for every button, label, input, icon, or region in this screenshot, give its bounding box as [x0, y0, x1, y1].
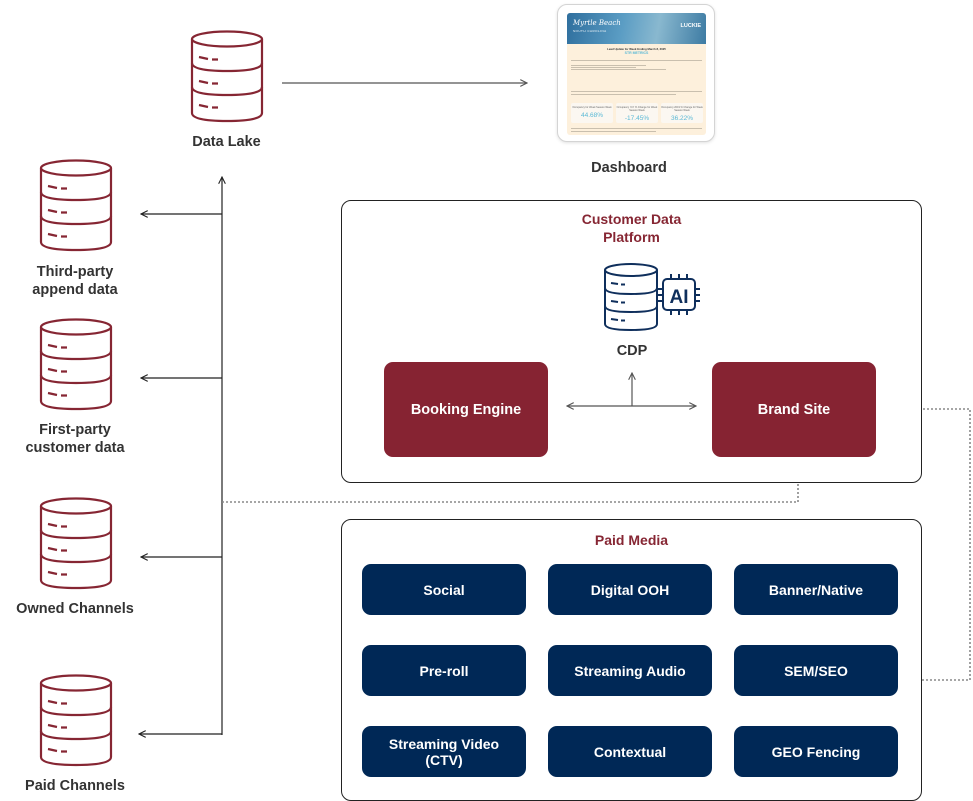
paid-media-label: SEM/SEO	[784, 662, 848, 679]
third-party-label: Third-party append data	[5, 263, 145, 299]
data-lake-database-icon	[190, 30, 264, 123]
paid-media-label: Streaming Audio	[574, 662, 686, 679]
paid-media-label: Streaming Video	[388, 735, 500, 752]
dashboard-text-line	[571, 67, 636, 68]
metric-value: 44.68%	[580, 112, 604, 119]
paid-media-streaming-audio[interactable]: Streaming Audio	[548, 645, 712, 696]
label-line: Third-party	[36, 264, 114, 280]
owned-channels-database-icon	[39, 497, 113, 590]
dashboard-logo-text: Myrtle Beach	[573, 19, 621, 27]
title-line: Platform	[603, 229, 660, 245]
dashboard-brand: LUCKIE	[680, 23, 701, 29]
first-party-label: First-party customer data	[5, 421, 145, 457]
dashboard-metric-card: Occupancy YoY % Change for Week Season W…	[616, 103, 658, 123]
paid-channels-database-icon	[39, 674, 113, 767]
paid-channels-label: Paid Channels	[25, 778, 125, 794]
dashboard-text-line	[571, 60, 702, 61]
dashboard-metric-card: Occupancy 2019 % Change for Week Season …	[661, 103, 703, 123]
paid-media-title: Paid Media	[594, 532, 669, 548]
title-line: Customer Data	[581, 211, 682, 227]
paid-media-digital-ooh[interactable]: Digital OOH	[548, 564, 712, 615]
paid-media-social[interactable]: Social	[362, 564, 526, 615]
dashboard-banner: Myrtle Beach SOUTH CAROLINA LUCKIE	[567, 13, 706, 44]
label-line: append data	[32, 282, 118, 298]
paid-media-label: Social	[423, 581, 465, 598]
dashboard-thumbnail[interactable]: Myrtle Beach SOUTH CAROLINA LUCKIE Lead …	[557, 4, 715, 142]
dashboard-preview: Myrtle Beach SOUTH CAROLINA LUCKIE Lead …	[567, 13, 706, 135]
metric-label: Occupancy YoY % Change for Week Season W…	[616, 106, 658, 112]
booking-engine-box[interactable]: Booking Engine	[384, 362, 548, 457]
metric-label: Occupancy 2019 % Change for Week Season …	[661, 106, 703, 112]
dashboard-heading: Lead Update for Week Ending March 8, 202…	[607, 47, 666, 51]
metric-value: -17.45%	[624, 115, 650, 122]
dashboard-text-line	[571, 65, 646, 66]
paid-media-label: Digital OOH	[590, 581, 670, 598]
paid-media-label: Pre-roll	[419, 662, 469, 679]
paid-media-label: (CTV)	[425, 751, 463, 768]
dashboard-text-line	[571, 131, 656, 132]
ai-badge: AI	[670, 287, 689, 308]
paid-media-geo-fencing[interactable]: GEO Fencing	[734, 726, 898, 777]
dashboard-text-line	[571, 128, 702, 129]
label-line: First-party	[39, 422, 111, 438]
paid-media-banner-native[interactable]: Banner/Native	[734, 564, 898, 615]
dashboard-text-line	[571, 91, 702, 92]
cdp-label: CDP	[616, 343, 648, 359]
paid-media-pre-roll[interactable]: Pre-roll	[362, 645, 526, 696]
third-party-database-icon	[39, 159, 113, 252]
dashboard-label: Dashboard	[591, 160, 667, 176]
dashboard-logo-sub: SOUTH CAROLINA	[573, 29, 607, 33]
cdp-ai-database-icon: AI	[604, 263, 700, 332]
dashboard-text-line	[571, 69, 666, 70]
label-line: customer data	[25, 440, 125, 456]
first-party-database-icon	[39, 318, 113, 411]
owned-channels-label: Owned Channels	[16, 601, 134, 617]
paid-media-streaming-video[interactable]: Streaming Video (CTV)	[362, 726, 526, 777]
dashboard-logo: Myrtle Beach SOUTH CAROLINA	[573, 19, 621, 35]
paid-media-label: Banner/Native	[768, 581, 864, 598]
metric-value: 36.22%	[670, 115, 694, 122]
data-lake-label: Data Lake	[192, 134, 261, 150]
paid-media-contextual[interactable]: Contextual	[548, 726, 712, 777]
cdp-panel-title: Customer Data Platform	[342, 210, 921, 246]
dashboard-metric-card: Occupancy for Week Season Week 44.68%	[571, 103, 613, 123]
dashboard-subheading: STR METRICS	[624, 51, 649, 55]
paid-media-label: GEO Fencing	[771, 743, 861, 760]
paid-media-sem-seo[interactable]: SEM/SEO	[734, 645, 898, 696]
metric-label: Occupancy for Week Season Week	[572, 106, 612, 109]
brand-site-box[interactable]: Brand Site	[712, 362, 876, 457]
paid-media-label: Contextual	[593, 743, 667, 760]
dashboard-text-line	[571, 94, 676, 95]
